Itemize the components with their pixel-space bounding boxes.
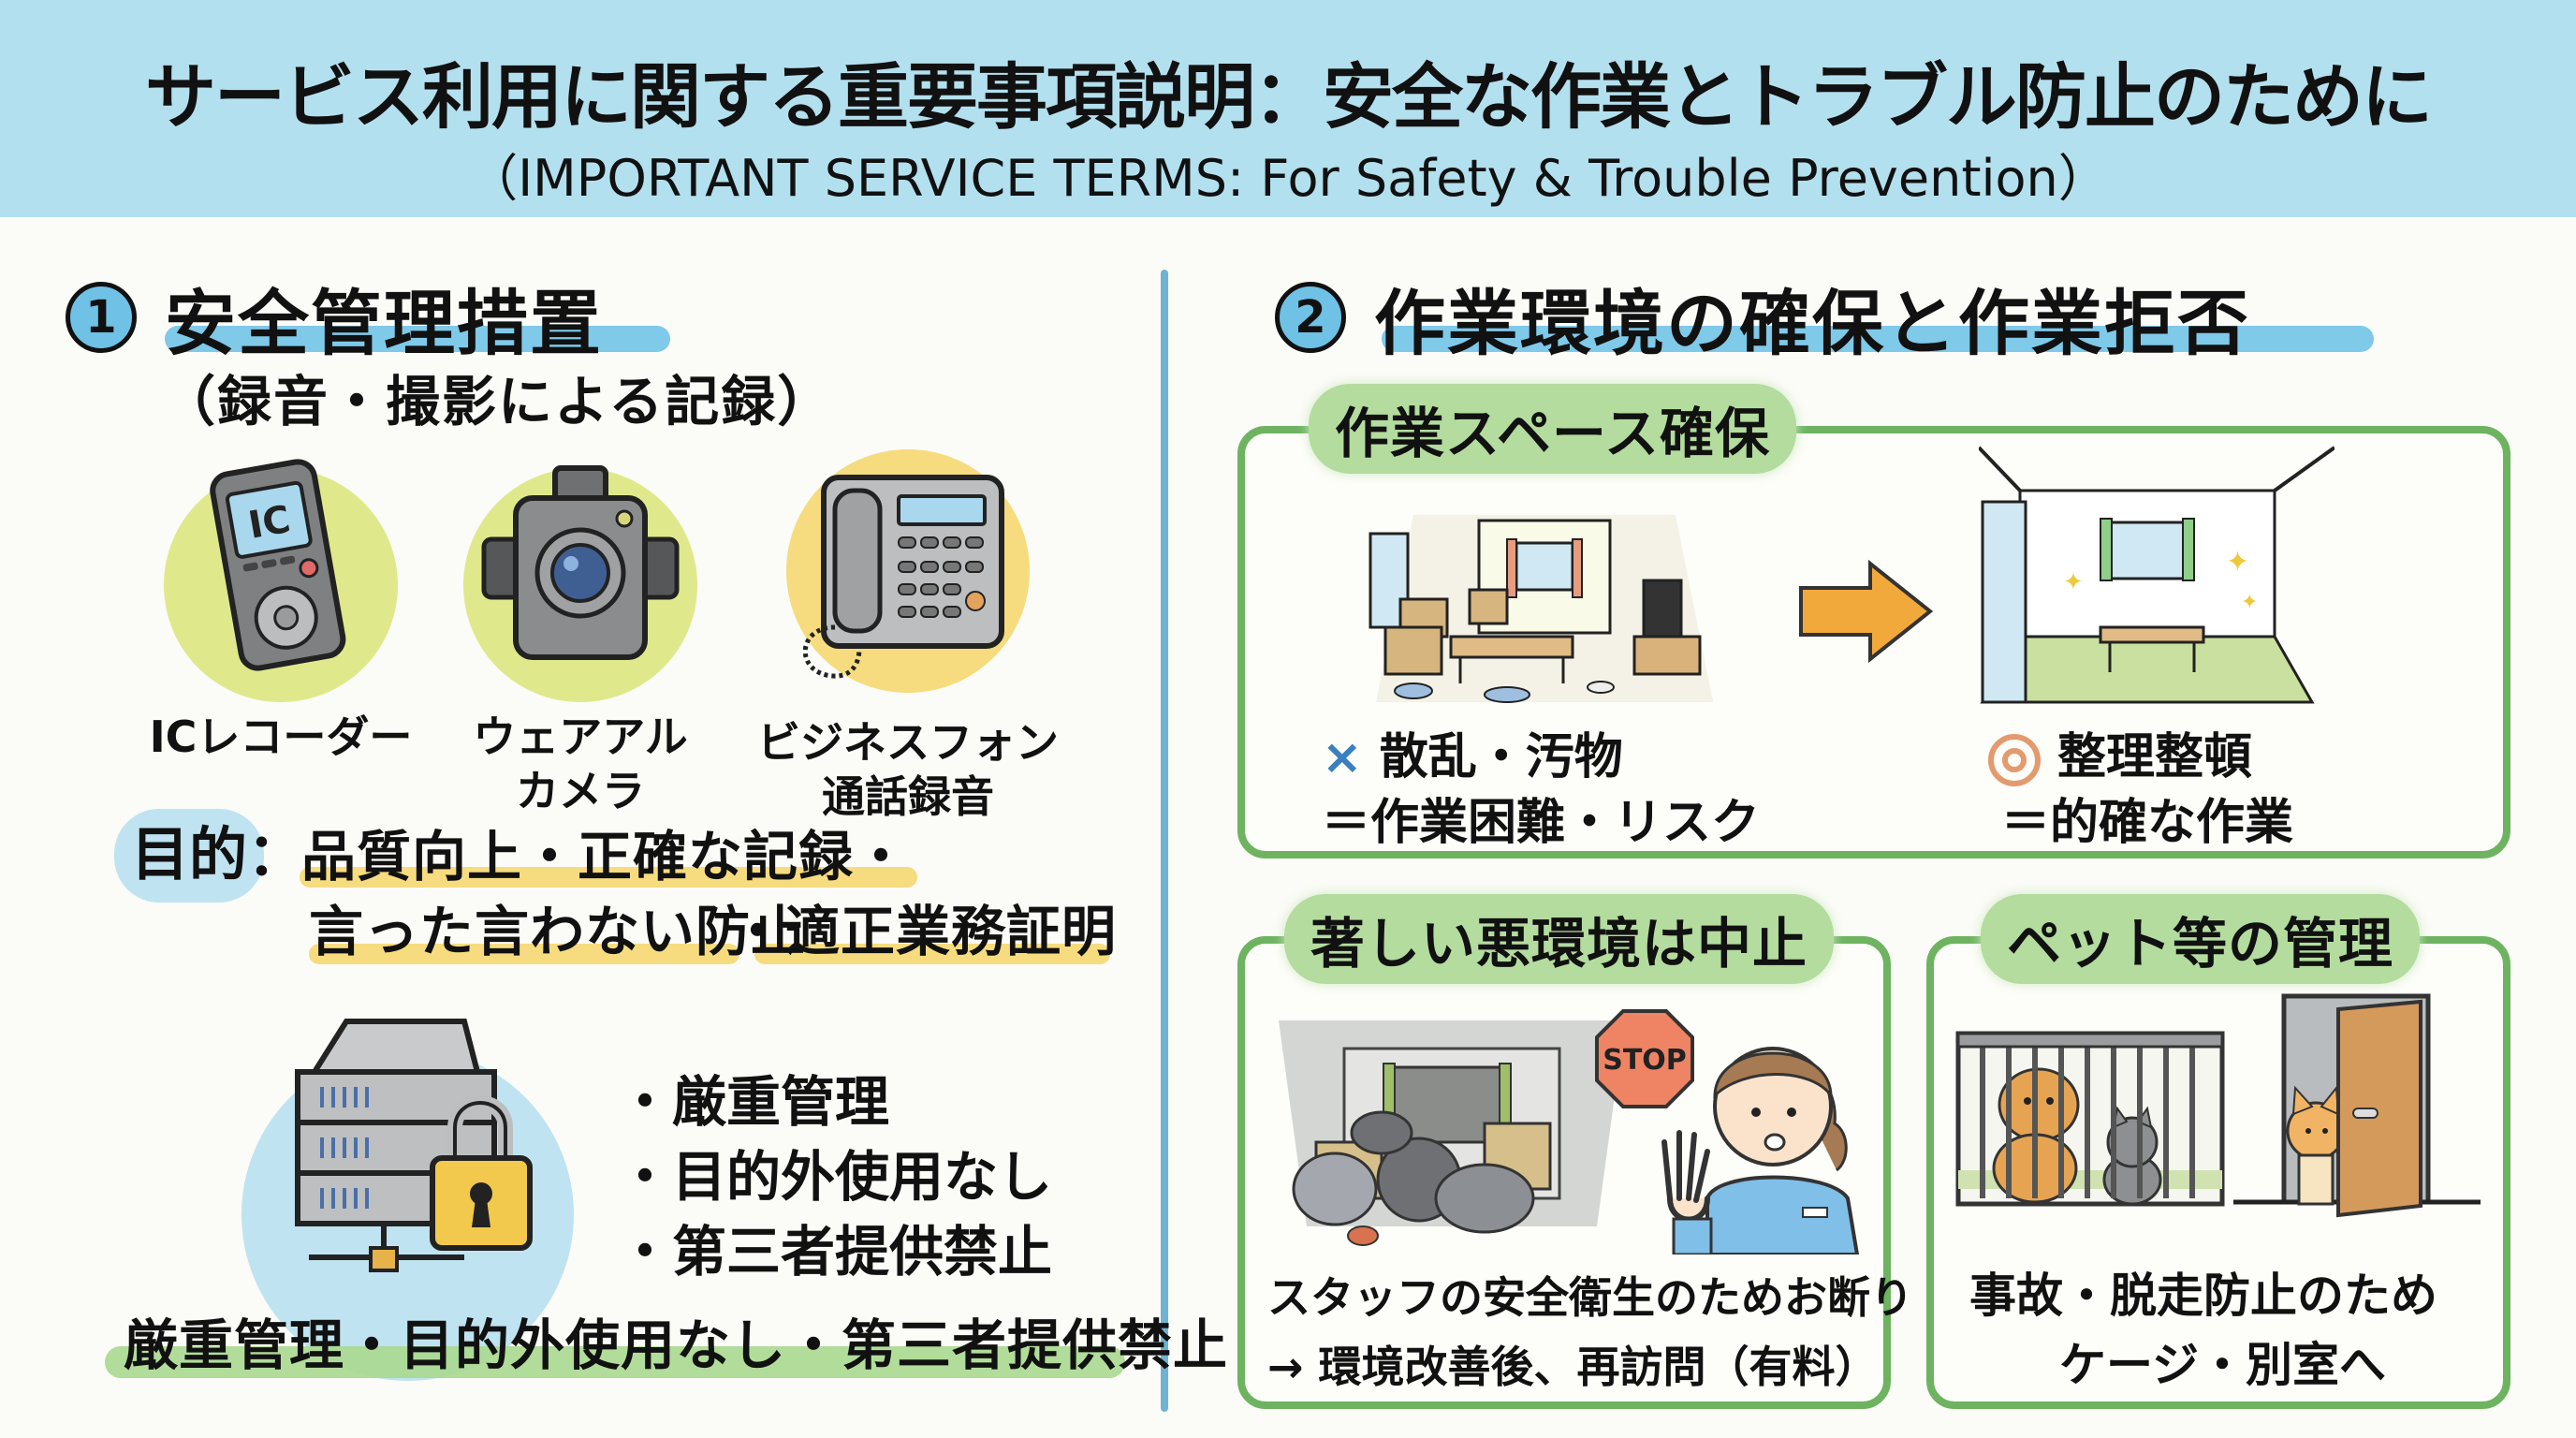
staff-person-icon	[1651, 1002, 1876, 1255]
purpose-line-2a: 言った言わない防止	[309, 900, 807, 963]
device-wearable-camera: ウェアアル カメラ	[440, 465, 721, 818]
cross-icon: ×	[1322, 729, 1363, 785]
svg-text:✦: ✦	[2063, 568, 2084, 596]
good-condition-line1: 整理整頓	[2057, 729, 2253, 785]
hazard-caption-line2: → 環境改善後、再訪問（有料）	[1267, 1342, 1879, 1392]
svg-text:✦: ✦	[2226, 546, 2249, 579]
pets-caption-line2: ケージ・別室へ	[2059, 1338, 2386, 1392]
svg-text:STOP: STOP	[1603, 1044, 1687, 1077]
purpose-highlight	[754, 944, 1110, 964]
good-condition-line2: ＝的確な作業	[2001, 795, 2294, 851]
section1-subtitle: （録音・撮影による記録）	[161, 370, 834, 433]
stop-sign-icon: STOP	[1593, 1007, 1696, 1110]
device-label-line1: ウェアアル	[473, 712, 688, 762]
bad-condition-line1: 散乱・汚物	[1379, 729, 1623, 785]
title-highlight	[1382, 326, 2374, 352]
arrow-right-icon	[1795, 560, 1936, 663]
data-rule-bullet: ・第三者提供禁止	[618, 1220, 1053, 1284]
section1-title: 安全管理措置	[165, 282, 603, 365]
workspace-panel-label: 作業スペース確保	[1309, 384, 1797, 474]
section-number-badge: 2	[1275, 282, 1346, 353]
section2-heading: 2 作業環境の確保と作業拒否	[1275, 266, 2250, 369]
device-label-line1: ビジネスフォン	[757, 717, 1059, 768]
page-subtitle: （IMPORTANT SERVICE TERMS: For Safety & T…	[467, 149, 2109, 208]
device-ic-recorder: IC ICレコーダー	[140, 459, 421, 764]
device-label-line2: カメラ	[516, 766, 645, 816]
column-divider	[1161, 270, 1168, 1412]
section1-heading: 1 安全管理措置	[66, 266, 603, 369]
good-condition-caption: 整理整頓	[1988, 717, 2252, 787]
secure-server-icon	[281, 1016, 590, 1287]
business-phone-icon	[786, 449, 1030, 693]
section-number-badge: 1	[66, 282, 137, 353]
purpose-highlight	[309, 944, 739, 964]
data-rule-bullet: ・厳重管理	[618, 1070, 890, 1134]
summary-highlight	[105, 1346, 1125, 1378]
device-label-line2: 通話録音	[822, 771, 994, 822]
svg-text:IC: IC	[245, 498, 294, 548]
pets-panel-label: ペット等の管理	[1981, 894, 2421, 984]
bad-condition-line2: ＝作業困難・リスク	[1322, 795, 1761, 851]
door-cat-illustration	[2233, 990, 2486, 1225]
purpose-line-2b: ・適正業務証明	[730, 900, 1118, 963]
purpose-highlight	[300, 867, 917, 888]
purpose-label: 目的：	[131, 820, 306, 888]
double-circle-icon	[1988, 734, 2041, 786]
section2-title: 作業環境の確保と作業拒否	[1374, 282, 2250, 365]
pet-cage-illustration	[1954, 1030, 2226, 1208]
page-title: サービス利用に関する重要事項説明：安全な作業とトラブル防止のために	[145, 55, 2433, 139]
pets-caption-line1: 事故・脱走防止のため	[1969, 1269, 2437, 1323]
data-rule-bullet: ・目的外使用なし	[618, 1145, 1053, 1209]
purpose-tag-bg	[114, 809, 264, 902]
bad-condition-caption: × 散乱・汚物	[1322, 717, 1623, 787]
dirty-room-illustration	[1279, 1020, 1625, 1255]
device-business-phone: ビジネスフォン 通話録音	[749, 449, 1067, 824]
ic-recorder-icon: IC	[164, 459, 398, 702]
hazard-caption-line1: スタッフの安全衛生のためお断り	[1267, 1272, 1913, 1323]
svg-text:✦: ✦	[2241, 591, 2258, 614]
hazard-panel-label: 著しい悪環境は中止	[1284, 894, 1835, 984]
device-label: ICレコーダー	[149, 712, 413, 762]
clean-room-illustration: ✦ ✦ ✦	[1979, 440, 2334, 712]
header-banner: サービス利用に関する重要事項説明：安全な作業とトラブル防止のために （IMPOR…	[0, 0, 2576, 217]
title-highlight	[165, 326, 670, 352]
wearable-camera-icon	[463, 465, 697, 702]
data-management-summary: 厳重管理・目的外使用なし・第三者提供禁止	[124, 1313, 1229, 1377]
messy-room-illustration	[1357, 487, 1732, 712]
purpose-line-1: 品質向上・正確な記録・	[301, 825, 910, 888]
